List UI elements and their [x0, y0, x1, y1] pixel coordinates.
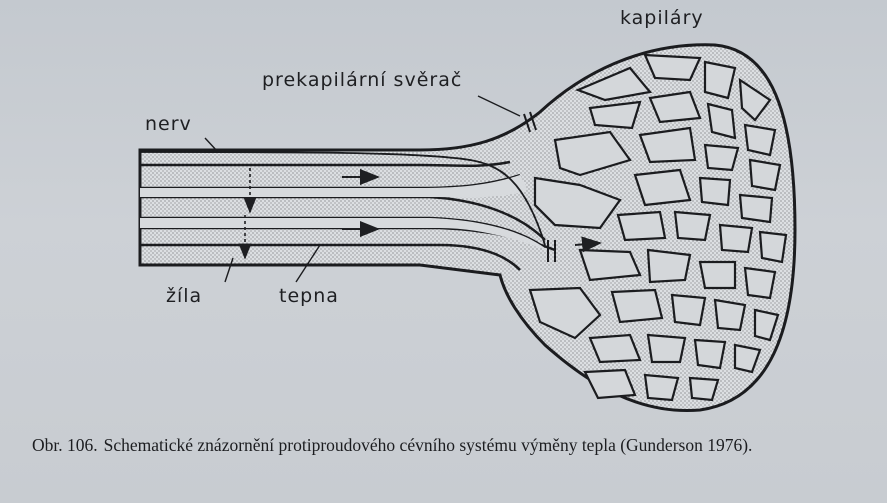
caption-number: Obr. 106. — [32, 435, 98, 455]
caption-text: Schematické znázornění protiproudového c… — [103, 435, 753, 455]
label-leader-lines — [204, 95, 521, 283]
label-vein: žíla — [166, 285, 203, 307]
precapillary-sphincters — [523, 111, 556, 262]
label-artery: tepna — [279, 285, 339, 307]
flow-arrows — [342, 169, 602, 253]
vessel-gaps — [140, 175, 552, 252]
label-precapillary-sphincter: prekapilární svěrač — [262, 69, 463, 91]
label-nerve: nerv — [145, 113, 192, 135]
label-capillaries: kapiláry — [620, 7, 704, 29]
figure-caption: Obr. 106.Schematické znázornění protipro… — [32, 433, 862, 458]
capillary-holes — [528, 53, 788, 402]
heat-exchange-arrows — [238, 168, 257, 260]
nerve-line — [139, 151, 546, 246]
